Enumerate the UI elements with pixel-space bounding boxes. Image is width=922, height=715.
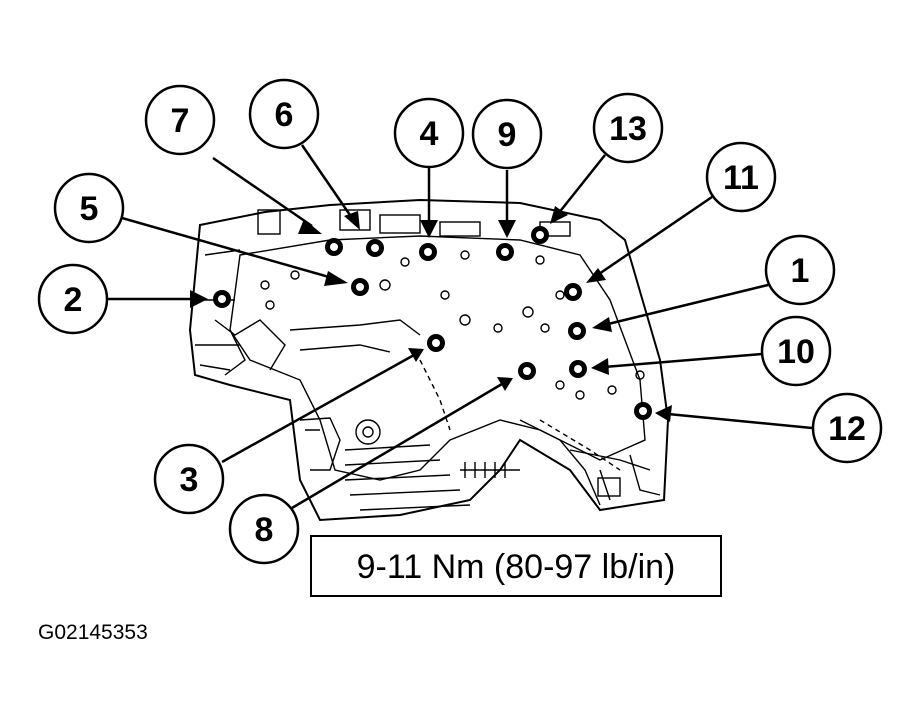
valve-body-drawing	[188, 198, 670, 522]
bolt	[569, 360, 587, 378]
callout-13-label: 13	[609, 110, 647, 148]
callout-6: 6	[248, 78, 320, 150]
bolt	[213, 290, 231, 308]
callout-1-label: 1	[791, 252, 810, 290]
callout-11: 11	[705, 141, 777, 213]
callout-3-label: 3	[180, 461, 199, 499]
callout-4-label: 4	[420, 115, 439, 153]
callout-5-label: 5	[80, 190, 99, 228]
bolt	[531, 226, 549, 244]
callout-12-label: 12	[828, 410, 866, 448]
torque-spec-box: 9-11 Nm (80-97 lb/in)	[310, 535, 722, 597]
bolt	[634, 402, 652, 420]
leader-lines	[106, 144, 813, 510]
callout-9: 9	[471, 98, 543, 170]
callout-2-label: 2	[64, 281, 83, 319]
figure-id: G02145353	[38, 621, 148, 644]
callout-2: 2	[37, 263, 109, 335]
bolt	[568, 322, 586, 340]
torque-spec-text: 9-11 Nm (80-97 lb/in)	[357, 548, 676, 586]
callout-11-label: 11	[723, 159, 759, 197]
callout-6-label: 6	[275, 96, 294, 134]
bolt	[366, 239, 384, 257]
bolt	[427, 334, 445, 352]
callout-4: 4	[393, 97, 465, 169]
callout-13: 13	[592, 92, 664, 164]
bolt	[325, 238, 343, 256]
callout-5: 5	[53, 172, 125, 244]
callout-10: 10	[760, 315, 832, 387]
callout-8-label: 8	[255, 511, 274, 549]
callout-7-label: 7	[171, 102, 190, 140]
callout-12: 12	[811, 392, 883, 464]
bolt	[419, 243, 437, 261]
bolt	[496, 243, 514, 261]
bolt	[518, 362, 536, 380]
callout-9-label: 9	[498, 116, 517, 154]
callout-8: 8	[228, 493, 300, 565]
bolt	[351, 278, 369, 296]
bolt	[564, 283, 582, 301]
callout-7: 7	[144, 84, 216, 156]
callout-10-label: 10	[777, 333, 815, 371]
callout-1: 1	[764, 234, 836, 306]
callout-3: 3	[153, 443, 225, 515]
